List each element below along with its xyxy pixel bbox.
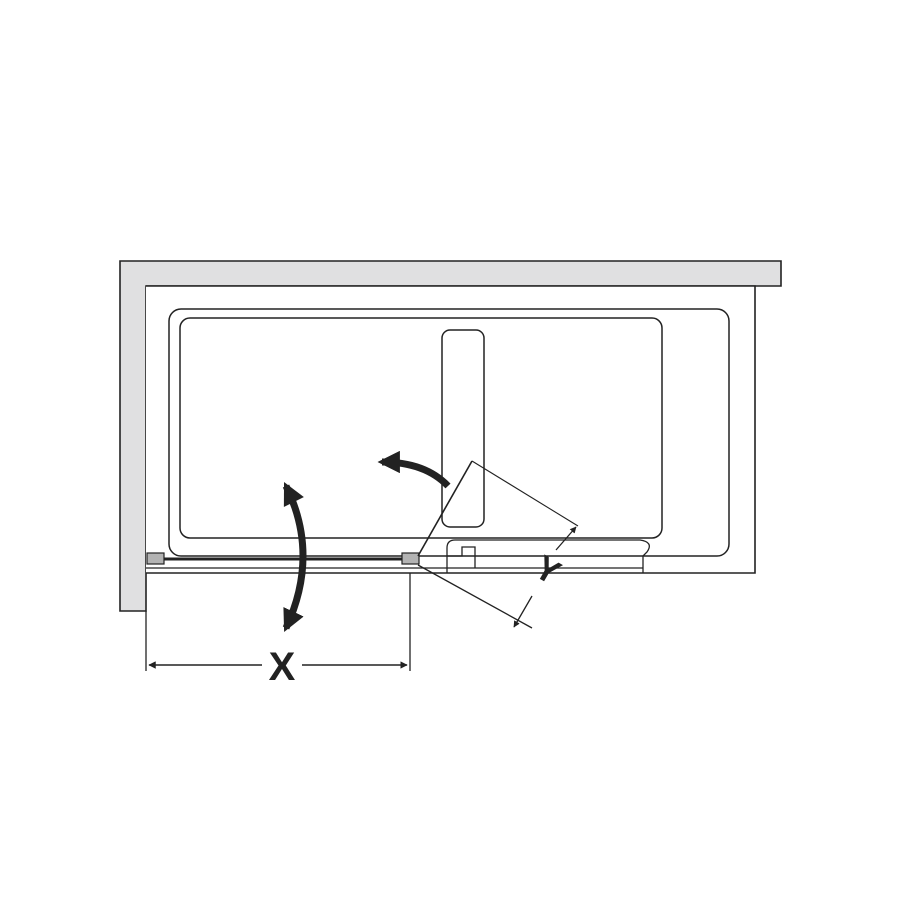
tub-corner-fitting: [447, 546, 476, 568]
tub-step-fitting: [446, 539, 650, 573]
pivot-hinge: [401, 552, 420, 565]
bathtub-drain-slot: [441, 329, 485, 528]
fold-arrow-icon: [377, 450, 451, 489]
pivot-panel-inward: [417, 460, 473, 557]
y-dimension-arrow: [513, 526, 577, 628]
x-dimension-label: X: [269, 645, 296, 689]
swing-double-arrow-icon: [282, 481, 307, 633]
bathtub-outer-rim: [146, 285, 756, 574]
pivot-panel-outward: [417, 564, 533, 629]
y-extension-line-top: [471, 460, 579, 527]
wall-hinge: [146, 552, 165, 565]
bathtub-basin: [179, 317, 663, 539]
